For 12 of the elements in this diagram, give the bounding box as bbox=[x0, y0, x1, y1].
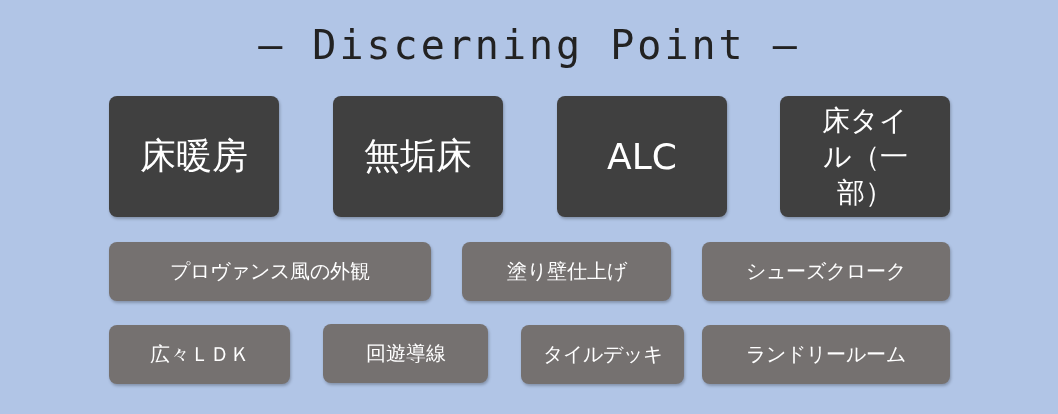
feature-tag: 広々ＬＤＫ bbox=[109, 325, 290, 384]
feature-tag: タイルデッキ bbox=[521, 325, 684, 384]
feature-tag: 回遊導線 bbox=[323, 324, 488, 383]
feature-tag: シューズクローク bbox=[702, 242, 950, 301]
feature-box: 床タイル（一部） bbox=[780, 96, 950, 217]
feature-box: 無垢床 bbox=[333, 96, 503, 217]
feature-tag: ランドリールーム bbox=[702, 325, 950, 384]
feature-tag: プロヴァンス風の外観 bbox=[109, 242, 431, 301]
feature-tag: 塗り壁仕上げ bbox=[462, 242, 671, 301]
feature-box: 床暖房 bbox=[109, 96, 279, 217]
title: — Discerning Point — bbox=[257, 22, 801, 68]
feature-box: ALC bbox=[557, 96, 727, 217]
